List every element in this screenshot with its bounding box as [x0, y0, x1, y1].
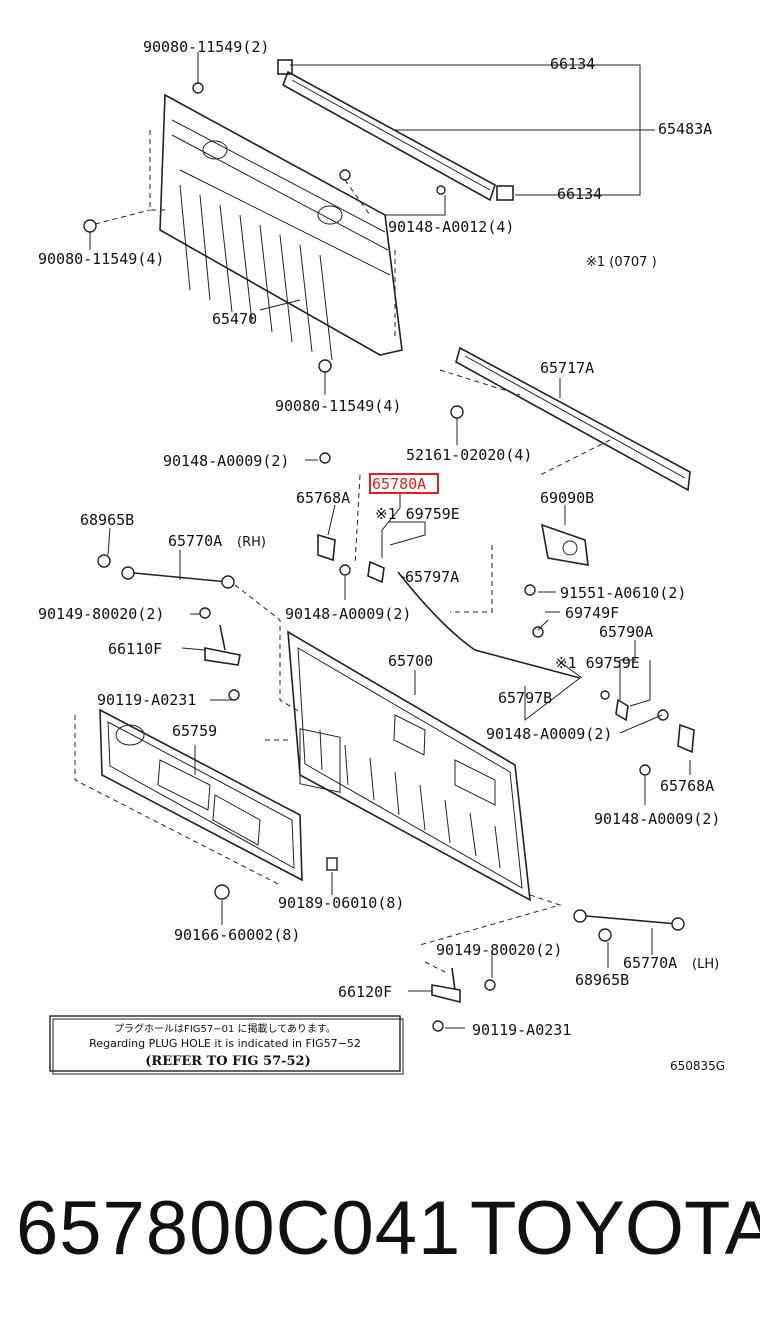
target-part-highlight	[369, 473, 439, 494]
bolt-90080-top	[192, 52, 204, 94]
bolt-90080-bottom	[318, 359, 332, 395]
figure-code: 650835G	[670, 1059, 725, 1073]
leader-lines	[89, 64, 691, 1029]
callout-90080-11549-bottom: 90080-11549(4)	[275, 397, 401, 415]
callout-65470: 65470	[212, 310, 257, 328]
callout-65770A-rh: 65770A	[168, 532, 222, 550]
hinge-66120F	[431, 967, 496, 1032]
control-65780A	[317, 452, 385, 584]
cable-65770A-RH	[97, 554, 235, 589]
footer: 657800C041 TOYOTA	[0, 1185, 760, 1295]
callout-66110F: 66110F	[108, 640, 162, 658]
bolt-68965B-rh	[97, 554, 111, 568]
callout-65768A-b: 65768A	[660, 777, 714, 795]
callout-69759E-a: ※1 69759E	[375, 505, 460, 523]
callout-65780A: 65780A	[372, 475, 426, 493]
top-rail-65483A	[277, 59, 514, 202]
end-cap-right	[496, 185, 514, 201]
rod-65790A	[532, 626, 695, 776]
callout-69090B: 69090B	[540, 489, 594, 507]
callout-66134-bottom: 66134	[557, 185, 602, 203]
callout-note-date: ※1 (0707 )	[586, 255, 657, 270]
callout-90119-A0231-a: 90119-A0231	[97, 691, 196, 709]
screw-90148-A0012	[436, 185, 446, 195]
rod-65797A	[397, 571, 581, 679]
upper-panel-65470	[149, 93, 403, 361]
note-refer: (REFER TO FIG 57-52)	[145, 1054, 311, 1069]
callout-91551-A0610: 91551-A0610(2)	[560, 584, 686, 602]
callout-90119-A0231-b: 90119-A0231	[472, 1021, 571, 1039]
callout-66134-top: 66134	[550, 55, 595, 73]
callout-90189-06010: 90189-06010(8)	[278, 894, 404, 912]
callout-52161-02020: 52161-02020(4)	[406, 446, 532, 464]
note-line-jp: プラグホールはFIG57−01 に掲載してあります。	[114, 1022, 336, 1035]
bolt-52161	[450, 405, 464, 419]
callout-90148-A0009-d: 90148-A0009(2)	[594, 810, 720, 828]
callout-65797B: 65797B	[498, 689, 552, 707]
latch-69090B	[524, 523, 589, 596]
bolt-68965B-lh	[598, 928, 612, 942]
callout-65797A: 65797A	[405, 568, 459, 586]
callout-69759E-b: ※1 69759E	[555, 654, 640, 672]
brand-name: TOYOTA	[470, 1186, 760, 1271]
callout-65770A-lh: 65770A	[623, 954, 677, 972]
end-cap-left	[277, 59, 293, 75]
callout-65717A: 65717A	[540, 359, 594, 377]
callout-90148-A0009-b: 90148-A0009(2)	[285, 605, 411, 623]
note-line-en: Regarding PLUG HOLE it is indicated in F…	[89, 1037, 361, 1050]
callout-65483A: 65483A	[658, 120, 712, 138]
callout-rh-suffix: (RH)	[237, 535, 266, 550]
bolt-upper-mid	[339, 169, 351, 181]
tailgate-65700	[287, 630, 531, 902]
cable-65770A-LH	[573, 909, 685, 942]
callout-68965B-rh: 68965B	[80, 511, 134, 529]
callout-90149-80020-a: 90149-80020(2)	[38, 605, 164, 623]
clip-90166	[214, 884, 230, 900]
callout-90166-60002: 90166-60002(8)	[174, 926, 300, 944]
clip-90189	[326, 857, 338, 871]
callout-65700: 65700	[388, 652, 433, 670]
callout-90148-A0009-a: 90148-A0009(2)	[163, 452, 289, 470]
callout-90080-11549-top: 90080-11549(2)	[143, 38, 269, 56]
callout-lh-suffix: (LH)	[692, 957, 719, 972]
callout-65768A-a: 65768A	[296, 489, 350, 507]
callout-90080-11549-left: 90080-11549(4)	[38, 250, 164, 268]
exploded-parts-diagram: 90080-11549(2) 66134 65483A 66134 90148-…	[38, 38, 725, 1075]
rail-65717A	[439, 346, 691, 492]
callout-68965B-lh: 68965B	[575, 971, 629, 989]
callout-90148-A0009-c: 90148-A0009(2)	[486, 725, 612, 743]
hinge-66110F	[199, 607, 241, 701]
inner-cover-65759	[74, 708, 303, 886]
plug-hole-note: プラグホールはFIG57−01 に掲載してあります。 Regarding PLU…	[49, 1015, 404, 1075]
callout-65790A: 65790A	[599, 623, 653, 641]
callout-90148-A0012: 90148-A0012(4)	[388, 218, 514, 236]
part-number: 657800C041	[16, 1186, 462, 1271]
bolt-90080-left	[83, 219, 97, 233]
callout-66120F: 66120F	[338, 983, 392, 1001]
callout-65759: 65759	[172, 722, 217, 740]
callout-69749F: 69749F	[565, 604, 619, 622]
callout-90149-80020-b: 90149-80020(2)	[436, 941, 562, 959]
